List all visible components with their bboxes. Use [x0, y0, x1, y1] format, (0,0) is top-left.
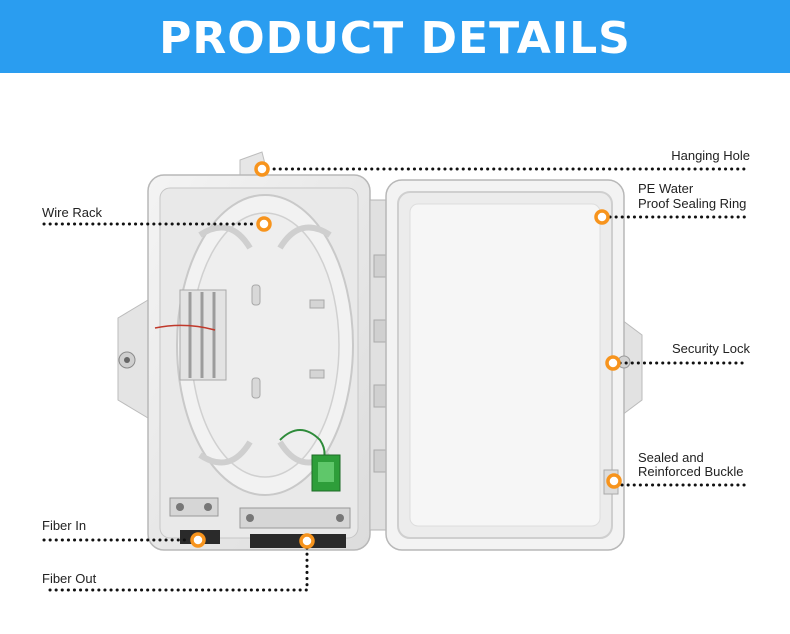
- marker-fiber-in: [190, 532, 206, 548]
- leader-fiber-out: [42, 546, 309, 592]
- hinge: [369, 199, 391, 531]
- label-pe-water-line2: Proof Sealing Ring: [638, 196, 747, 211]
- label-sealed-line1: Sealed and: [638, 450, 704, 465]
- label-hanging-hole: Hanging Hole: [671, 148, 750, 163]
- marker-security-lock: [605, 355, 621, 371]
- label-fiber-out: Fiber Out: [42, 571, 97, 586]
- splice-holder: [179, 289, 227, 381]
- marker-hanging-hole: [254, 161, 270, 177]
- marker-fiber-out: [299, 533, 315, 549]
- label-sealed-line2: Reinforced Buckle: [638, 464, 744, 479]
- wire-rack: [176, 194, 354, 496]
- red-cable: [154, 324, 216, 331]
- label-security-lock: Security Lock: [671, 341, 750, 356]
- header-banner: [0, 0, 790, 73]
- enclosure-lid: [385, 179, 643, 551]
- page-title: PRODUCT DETAILS: [159, 13, 631, 64]
- marker-pe-water: [594, 209, 610, 225]
- marker-wire-rack: [256, 216, 272, 232]
- label-wire-rack: Wire Rack: [42, 205, 102, 220]
- sc-adapter: [311, 454, 341, 492]
- label-fiber-in: Fiber In: [42, 518, 87, 533]
- cable-clamps: [169, 497, 351, 548]
- label-pe-water-line1: PE Water: [638, 181, 694, 196]
- marker-sealed-buckle: [606, 473, 622, 489]
